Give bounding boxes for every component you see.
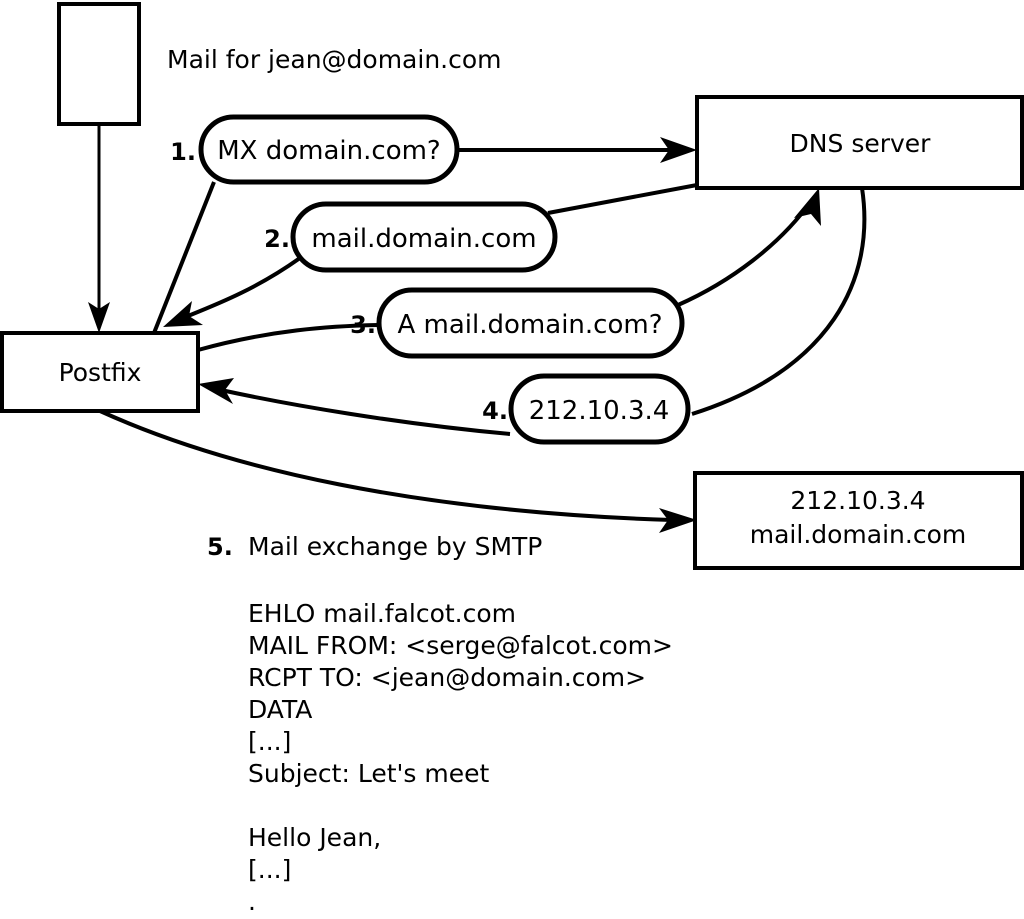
step-2-bubble[interactable] bbox=[290, 201, 558, 273]
remote-server-ip: 212.10.3.4 bbox=[790, 486, 925, 515]
arrowhead-postfix-to-remote bbox=[659, 508, 697, 533]
transcript-line-10: . bbox=[248, 887, 256, 916]
transcript-line-5: Subject: Let's meet bbox=[248, 759, 489, 788]
arrowhead-step1-to-dns bbox=[660, 137, 697, 163]
edge-dns-to-step2 bbox=[547, 183, 698, 215]
step-5-number: 5. bbox=[207, 533, 233, 561]
arrowhead-step2-to-postfix bbox=[163, 301, 203, 327]
transcript-line-4: [...] bbox=[248, 727, 291, 756]
transcript-line-1: MAIL FROM: <serge@falcot.com> bbox=[248, 631, 673, 660]
step-4-number: 4. bbox=[482, 397, 508, 425]
dns-server-box[interactable] bbox=[695, 95, 1024, 190]
edge-step2-to-postfix bbox=[182, 256, 302, 320]
mail-for-label: Mail for jean@domain.com bbox=[167, 45, 502, 74]
postfix-label: Postfix bbox=[59, 358, 142, 387]
edge-postfix-to-remote bbox=[99, 409, 673, 522]
step-2-text: mail.domain.com bbox=[311, 224, 536, 254]
step-5-text: Mail exchange by SMTP bbox=[248, 532, 542, 561]
step-3-bubble[interactable] bbox=[376, 287, 685, 359]
step-3-text: A mail.domain.com? bbox=[398, 310, 663, 340]
dns-server-label: DNS server bbox=[790, 129, 932, 158]
step-1-number: 1. bbox=[170, 138, 196, 166]
transcript-line-7: Hello Jean, bbox=[248, 823, 381, 852]
transcript-line-3: DATA bbox=[248, 695, 312, 724]
remote-server-hostname: mail.domain.com bbox=[750, 520, 966, 549]
step-1-text: MX domain.com? bbox=[217, 136, 440, 166]
step-3-number: 3. bbox=[350, 311, 376, 339]
arrowhead-step4-to-postfix bbox=[198, 378, 234, 404]
arrowhead-client-to-postfix bbox=[88, 302, 110, 333]
edge-step3-to-dns bbox=[677, 198, 814, 307]
edge-postfix-to-step1 bbox=[152, 181, 216, 334]
transcript-line-2: RCPT TO: <jean@domain.com> bbox=[248, 663, 646, 692]
edge-step4-to-postfix bbox=[220, 388, 511, 436]
step-4-text: 212.10.3.4 bbox=[529, 396, 670, 426]
step-2-number: 2. bbox=[264, 225, 290, 253]
transcript-line-0: EHLO mail.falcot.com bbox=[248, 599, 516, 628]
edge-dns-to-step4 bbox=[691, 187, 867, 416]
postfix-box[interactable] bbox=[0, 331, 200, 413]
client-box[interactable] bbox=[57, 2, 141, 126]
step-1-bubble[interactable] bbox=[198, 114, 460, 185]
step-4-bubble[interactable] bbox=[508, 373, 691, 445]
edge-postfix-to-step3 bbox=[197, 323, 379, 352]
transcript-line-8: [...] bbox=[248, 855, 291, 884]
arrowhead-step3-to-dns bbox=[794, 188, 821, 226]
